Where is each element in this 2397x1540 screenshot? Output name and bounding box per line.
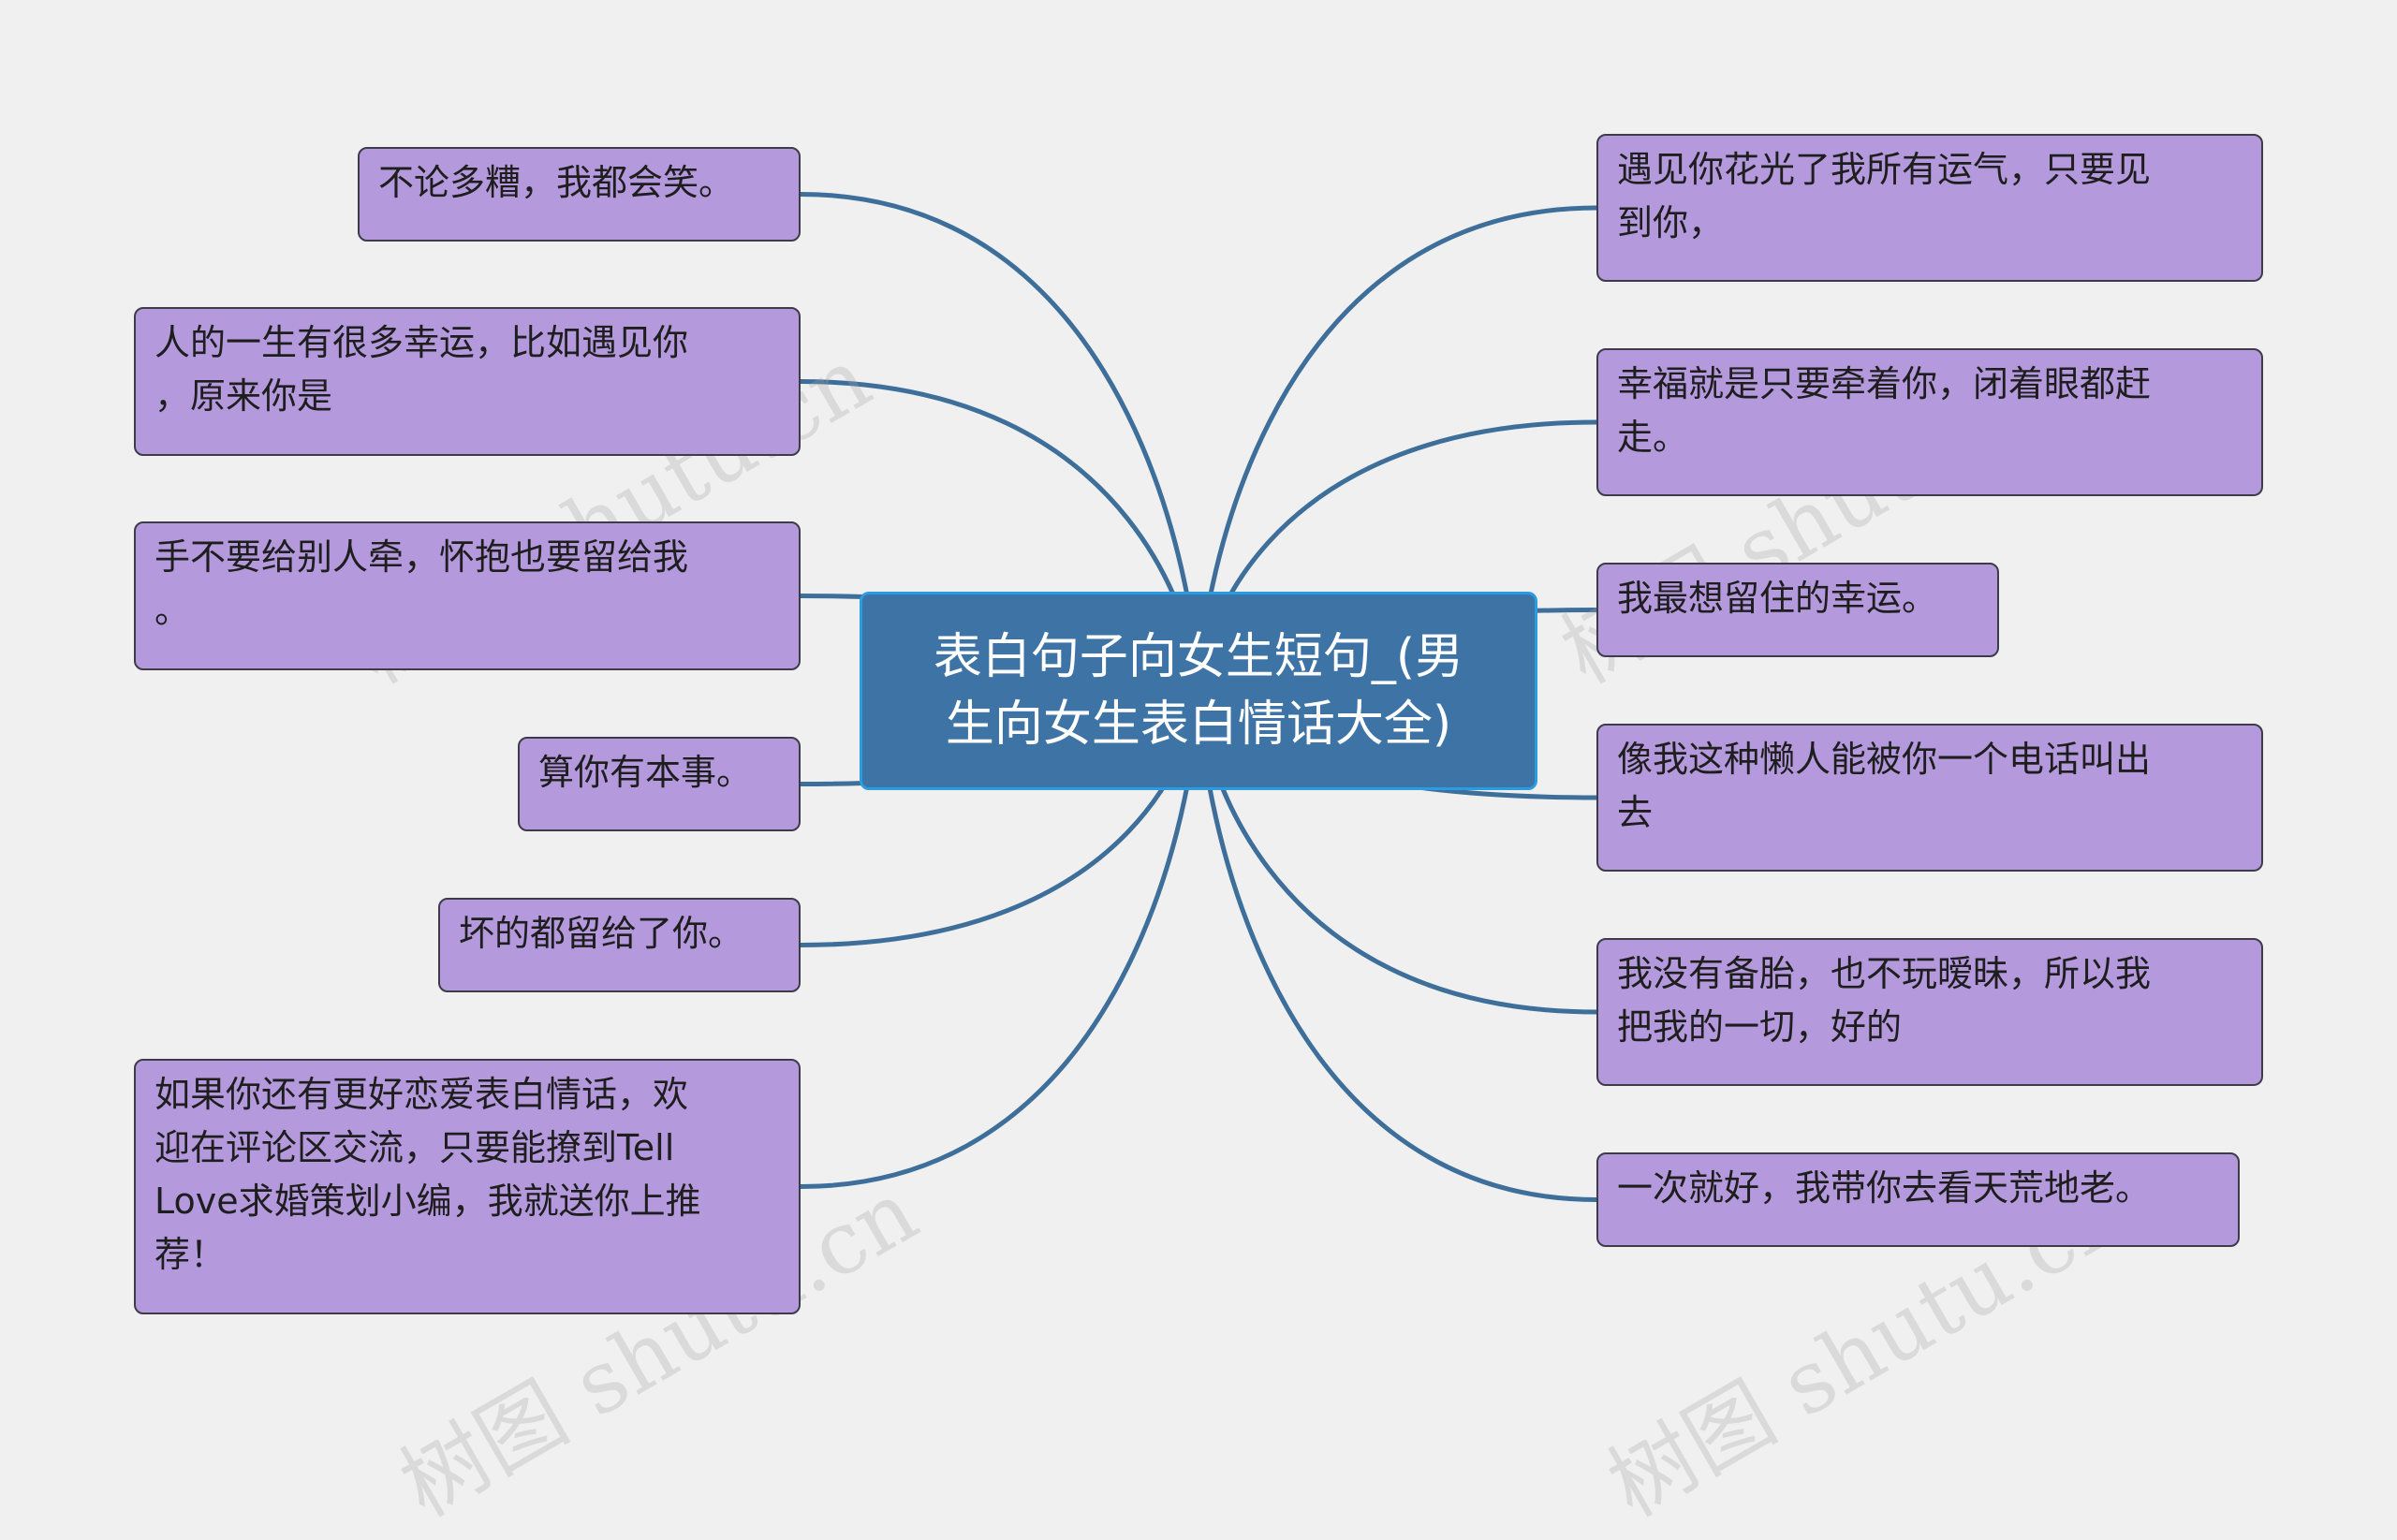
left-topic-1[interactable]: 不论多糟，我都会笑。 [358,147,801,242]
left-topic-5[interactable]: 坏的都留给了你。 [438,898,801,992]
left-topic-4[interactable]: 算你有本事。 [518,737,801,831]
right-topic-1[interactable]: 遇见你花光了我所有运气，只要见 到你， [1596,134,2263,282]
right-topic-3[interactable]: 我最想留住的幸运。 [1596,563,1999,657]
right-topic-2[interactable]: 幸福就是只要牵着你，闭着眼都赶 走。 [1596,348,2263,496]
left-topic-3[interactable]: 手不要给别人牵，怀抱也要留给我 。 [134,521,801,670]
mind-map-canvas: 树图 shutu.cn 树图 shutu.cn 树图 shutu.cn 树图 s… [134,134,2263,1536]
right-topic-6[interactable]: 一次就好，我带你去看天荒地老。 [1596,1152,2240,1247]
root-topic[interactable]: 表白句子向女生短句_(男 生向女生表白情话大全) [860,592,1537,790]
right-topic-4[interactable]: 像我这种懒人能被你一个电话叫出 去 [1596,724,2263,872]
left-topic-6[interactable]: 如果你还有更好恋爱表白情话，欢 迎在评论区交流，只要能撩到Tell Love求婚… [134,1059,801,1314]
right-topic-5[interactable]: 我没有备胎，也不玩暧昧，所以我 把我的一切，好的 [1596,938,2263,1086]
left-topic-2[interactable]: 人的一生有很多幸运，比如遇见你 ，原来你是 [134,307,801,456]
